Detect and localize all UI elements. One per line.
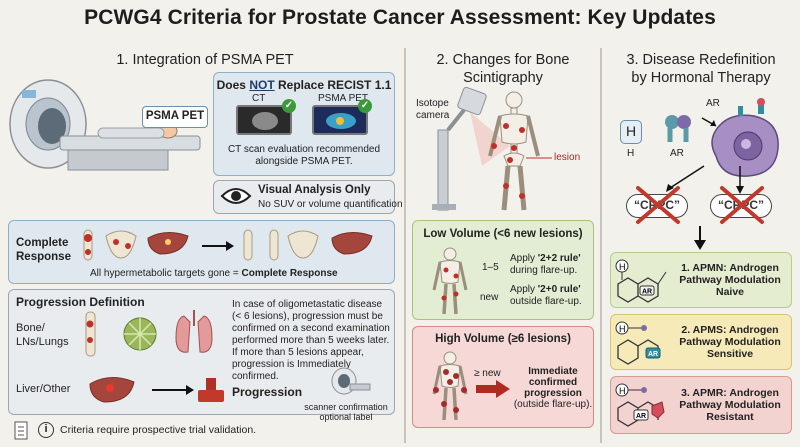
high-volume-result: Immediate confirmed progression (outside… bbox=[513, 366, 593, 410]
svg-text:H: H bbox=[619, 386, 626, 396]
androgen-receptor-icon bbox=[665, 115, 691, 142]
visual-analysis-subtitle: No SUV or volume quantification bbox=[258, 199, 403, 210]
crpc-cross-icon-2 bbox=[720, 186, 764, 224]
pet-scanner-illustration bbox=[9, 79, 201, 171]
footer-note: Criteria require prospective trial valid… bbox=[60, 424, 257, 436]
recist-heading: Does NOT Replace RECIST 1.1 bbox=[216, 78, 392, 92]
card-apmr bbox=[610, 376, 792, 434]
svg-text:AR: AR bbox=[636, 413, 646, 420]
hormone-h-label: H bbox=[627, 148, 635, 159]
svg-text:AR: AR bbox=[642, 289, 652, 296]
column-divider-2 bbox=[600, 48, 602, 443]
progression-title: Progression Definition bbox=[16, 295, 145, 309]
svg-text:H: H bbox=[619, 262, 626, 272]
eye-icon bbox=[220, 188, 252, 204]
svg-text:H: H bbox=[619, 324, 626, 334]
card-apms bbox=[610, 314, 792, 370]
small-scanner-icon bbox=[331, 367, 371, 395]
high-new-label: ≥ new bbox=[474, 368, 501, 379]
bone-lung-illustration bbox=[85, 310, 213, 357]
section-heading-bone: 2. Changes for Bone Scintigraphy bbox=[436, 52, 570, 86]
lesion-label: lesion bbox=[554, 152, 581, 163]
progression-text: In case of oligometastatic disease (< 6 … bbox=[232, 299, 390, 382]
complete-response-box bbox=[8, 220, 395, 284]
scanner-confirmation-caption: scanner confirmation optional label bbox=[304, 402, 388, 422]
section-heading-psma: 1. Integration of PSMA PET bbox=[116, 52, 294, 68]
down-arrow-icon bbox=[694, 226, 706, 250]
info-icon: i bbox=[38, 422, 54, 438]
high-volume-skeleton bbox=[432, 351, 468, 421]
complete-response-organs bbox=[83, 229, 373, 261]
ct-check-icon: ✓ bbox=[282, 99, 296, 113]
visual-analysis-title: Visual Analysis Only bbox=[258, 184, 371, 196]
column-divider-1 bbox=[404, 48, 406, 443]
crpc-cross-icon bbox=[636, 186, 680, 224]
crpc-arrows bbox=[666, 165, 744, 194]
rule-2plus0: Apply '2+0 rule' outside flare-up. bbox=[510, 284, 582, 307]
red-arrow-icon bbox=[476, 380, 510, 398]
card-apmn-text: 1. APMN: Androgen Pathway Modulation Nai… bbox=[679, 262, 781, 298]
molecule-icon-sensitive: H AR bbox=[615, 321, 661, 365]
cancer-cell-illustration bbox=[701, 98, 779, 177]
scanner-label: PSMA PET bbox=[142, 106, 208, 128]
rule-2plus2: Apply '2+2 rule' during flare-up. bbox=[510, 253, 581, 276]
page-title: PCWG4 Criteria for Prostate Cancer Asses… bbox=[84, 6, 716, 29]
progression-result: Progression bbox=[232, 385, 303, 399]
hormone-h-icon: H bbox=[620, 120, 642, 144]
ar-label: AR bbox=[670, 148, 684, 159]
section-heading-hormonal: 3. Disease Redefinition by Hormonal Ther… bbox=[626, 52, 776, 86]
ar-top-label: AR bbox=[706, 98, 720, 109]
low-volume-skeleton bbox=[432, 247, 468, 315]
low-new-label: new bbox=[480, 292, 499, 303]
complete-response-label: Complete Response bbox=[16, 237, 71, 263]
complete-response-caption: All hypermetabolic targets gone = Comple… bbox=[90, 268, 338, 279]
ct-label: CT bbox=[252, 93, 266, 104]
not-emphasis: NOT bbox=[249, 78, 275, 92]
bone-scan-illustration bbox=[432, 86, 552, 211]
isotope-camera-label: Isotope camera bbox=[416, 98, 450, 121]
svg-text:AR: AR bbox=[648, 351, 658, 358]
molecule-icon-resistant: H AR bbox=[615, 383, 665, 427]
card-apms-text: 2. APMS: Androgen Pathway Modulation Sen… bbox=[679, 324, 781, 360]
document-icon bbox=[14, 421, 28, 440]
molecule-icon-naive: H AR bbox=[615, 259, 667, 303]
liver-progression-illustration bbox=[89, 377, 224, 403]
card-apmn bbox=[610, 252, 792, 308]
psma-label: PSMA PET bbox=[318, 93, 369, 104]
recist-note: CT scan evaluation recommended alongside… bbox=[227, 144, 381, 167]
high-volume-title: High Volume (≥6 lesions) bbox=[435, 333, 571, 345]
liver-other-label: Liver/Other bbox=[16, 383, 71, 395]
bone-label: Bone/ LNs/Lungs bbox=[16, 322, 69, 348]
psma-check-icon: ✓ bbox=[358, 99, 372, 113]
low-range-label: 1–5 bbox=[482, 262, 499, 273]
card-apmr-text: 3. APMR: Androgen Pathway Modulation Res… bbox=[679, 387, 781, 423]
low-volume-title: Low Volume (<6 new lesions) bbox=[423, 228, 583, 240]
